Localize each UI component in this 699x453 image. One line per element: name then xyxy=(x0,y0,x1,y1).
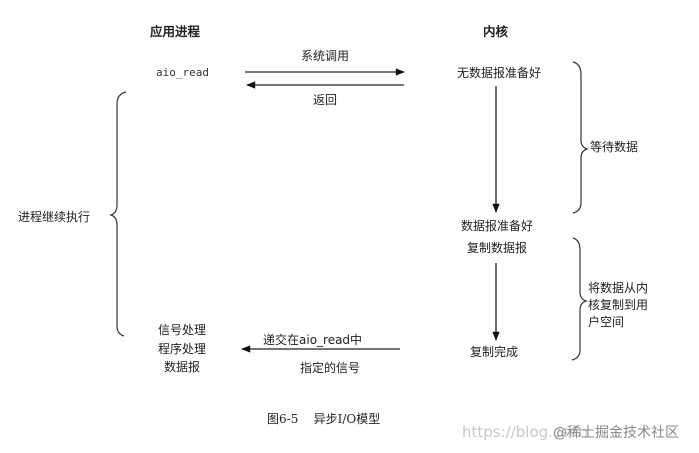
handler-line1: 信号处理 xyxy=(157,323,207,337)
kernel-done: 复制完成 xyxy=(469,345,519,359)
process-continue-label: 进程继续执行 xyxy=(18,210,91,224)
copy-brace xyxy=(571,237,588,361)
kernel-no-data: 无数据报准备好 xyxy=(456,66,542,80)
return-label: 返回 xyxy=(312,93,338,107)
header-app-process: 应用进程 xyxy=(150,24,201,39)
watermark-url: https://blog.csdn xyxy=(462,423,589,441)
left-brace xyxy=(109,91,127,337)
kernel-copy: 复制数据报 xyxy=(466,241,528,255)
aio-read-call: aio_read xyxy=(156,66,209,79)
signal-label-top: 递交在aio_read中 xyxy=(263,333,363,347)
phase-copy-line2: 核复制到用 xyxy=(588,298,649,312)
phase-copy-line1: 将数据从内 xyxy=(588,281,649,295)
wait-brace xyxy=(572,61,589,214)
handler-line2: 程序处理 xyxy=(157,342,207,356)
watermark-brand: @稀土掘金技术社区 xyxy=(553,425,679,441)
header-kernel: 内核 xyxy=(483,24,509,39)
phase-wait-label: 等待数据 xyxy=(590,140,639,154)
syscall-label: 系统调用 xyxy=(300,49,350,63)
handler-line3: 数据报 xyxy=(163,360,201,374)
kernel-data-ready: 数据报准备好 xyxy=(460,219,534,233)
phase-copy-line3: 户空间 xyxy=(588,315,625,329)
signal-label-bottom: 指定的信号 xyxy=(299,361,361,375)
figure-caption: 图6-5 异步I/O模型 xyxy=(267,412,381,426)
